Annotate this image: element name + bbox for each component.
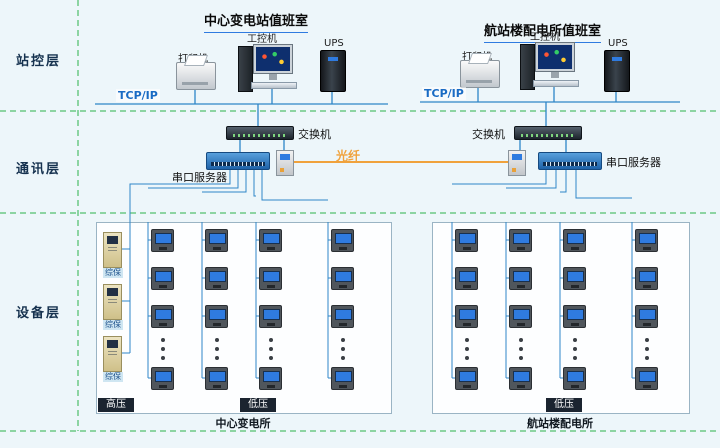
- computer-tower-icon: [238, 46, 253, 92]
- right-ups-label: UPS: [608, 38, 628, 49]
- meter-stub-lines: [148, 239, 640, 379]
- left-ups-label: UPS: [324, 38, 344, 49]
- fiber-converter-icon: [276, 150, 294, 176]
- layer-label-device: 设备层: [16, 306, 62, 321]
- monitor-icon: [535, 42, 575, 72]
- left-switch-label: 交换机: [298, 128, 331, 141]
- protection-stub-lines: [121, 248, 130, 354]
- monitor-stand: [269, 74, 277, 80]
- left-fanout-lines: [129, 168, 328, 353]
- hv-tag: 高压: [98, 398, 134, 412]
- left-station-caption: 中心变电所: [215, 417, 271, 430]
- monitor-stand: [551, 72, 559, 78]
- layer-label-comm: 通讯层: [16, 162, 62, 177]
- keyboard-icon: [533, 80, 579, 87]
- right-ipc-label: 工控机: [530, 32, 560, 43]
- layer-label-station: 站控层: [16, 54, 62, 69]
- serial-server-icon: [206, 152, 270, 170]
- layer-divider-lines: [0, 0, 720, 432]
- left-tcpip-bus: [95, 88, 388, 126]
- protection-device-icon: [103, 284, 122, 320]
- left-room-title: 中心变电站值班室: [204, 10, 309, 33]
- fiber-converter-icon: [508, 150, 526, 176]
- column-feeder-lines: [147, 222, 633, 378]
- monitor-screen: [538, 45, 572, 69]
- left-serial-server-label: 串口服务器: [172, 171, 227, 184]
- fiber-label: 光纤: [336, 149, 361, 163]
- keyboard-icon: [251, 82, 297, 89]
- printer-icon: [460, 60, 500, 88]
- right-station-caption: 航站楼配电所: [527, 417, 593, 430]
- left-ipc-label: 工控机: [247, 34, 277, 45]
- right-tcpip-label: TCP/IP: [422, 87, 466, 100]
- serial-server-icon: [538, 152, 602, 170]
- protection-label: 综保: [103, 268, 123, 278]
- monitor-screen: [256, 47, 290, 71]
- ups-icon: [604, 50, 630, 92]
- protection-label: 综保: [103, 372, 123, 382]
- lv-tag: 低压: [546, 398, 582, 412]
- right-switch-label: 交换机: [472, 128, 505, 141]
- protection-label: 综保: [103, 320, 123, 330]
- right-fanout-lines: [452, 168, 632, 199]
- switch-icon: [514, 126, 582, 140]
- monitor-icon: [253, 44, 293, 74]
- switch-links: [239, 138, 567, 152]
- printer-icon: [176, 62, 216, 90]
- computer-tower-icon: [520, 44, 535, 90]
- protection-device-icon: [103, 232, 122, 268]
- switch-icon: [226, 126, 294, 140]
- right-serial-server-label: 串口服务器: [606, 156, 661, 169]
- ups-icon: [320, 50, 346, 92]
- left-tcpip-label: TCP/IP: [116, 89, 160, 102]
- lv-tag: 低压: [240, 398, 276, 412]
- right-tcpip-bus: [420, 86, 680, 126]
- protection-device-icon: [103, 336, 122, 372]
